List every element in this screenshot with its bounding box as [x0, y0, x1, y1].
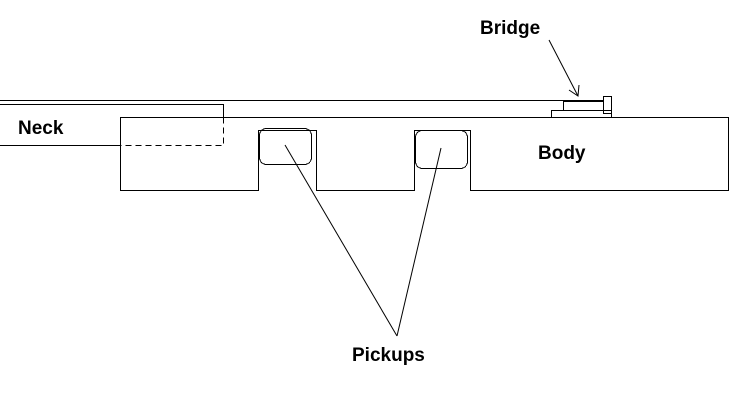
neck-outline	[0, 104, 224, 146]
label-pickups: Pickups	[352, 345, 425, 366]
pickups-pointer-line-2	[396, 147, 442, 337]
bridge-base	[551, 110, 612, 118]
pickup-bridge	[415, 130, 468, 169]
neck-hidden-portion	[120, 117, 224, 146]
pickups-pointer-line-1	[284, 144, 398, 337]
bridge-pointer-arrowhead	[568, 84, 580, 97]
bridge-tailpiece	[603, 96, 612, 114]
label-body: Body	[538, 143, 586, 164]
bridge-pointer-line	[548, 39, 579, 97]
pickup-neck	[259, 128, 312, 165]
label-neck: Neck	[18, 118, 64, 139]
guitar-body	[120, 117, 729, 191]
label-bridge: Bridge	[480, 18, 540, 39]
bridge-saddle	[563, 101, 604, 111]
